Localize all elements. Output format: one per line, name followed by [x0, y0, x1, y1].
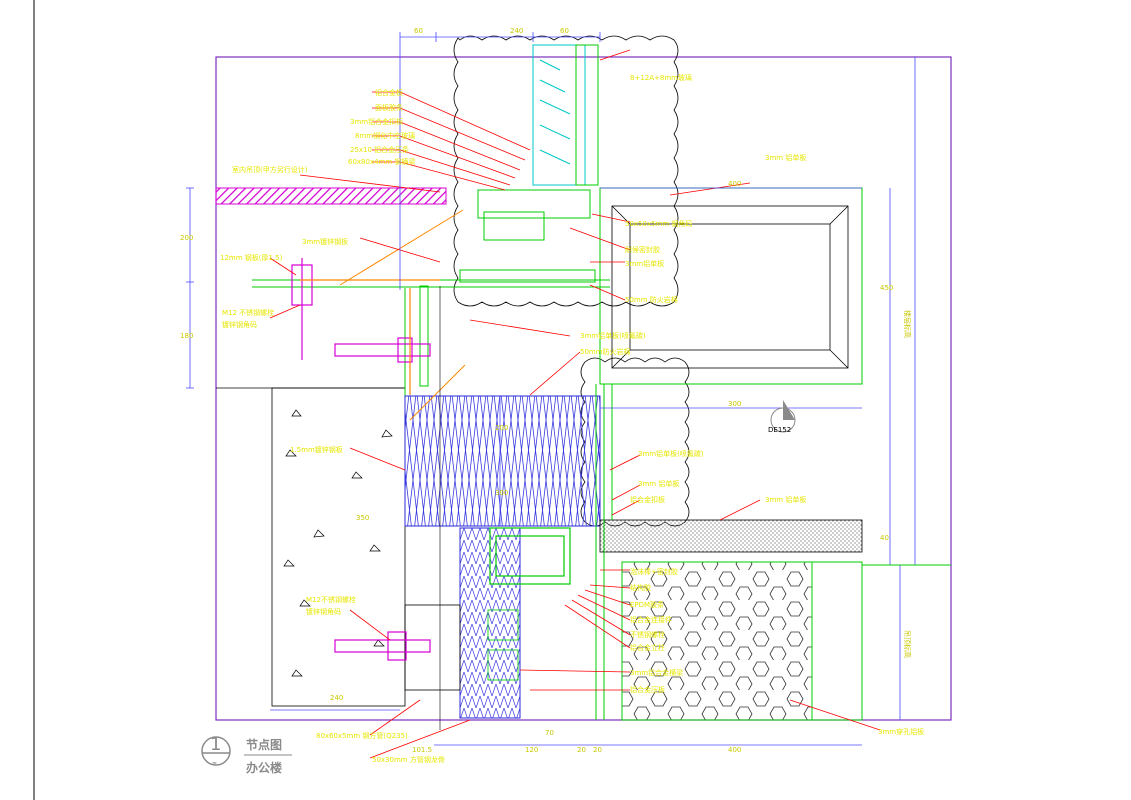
label-vertical-0: 200: [495, 424, 508, 432]
label-left-3: 8mm钢化中空玻璃: [355, 131, 415, 140]
label-left-1: 面板胶条: [375, 103, 403, 112]
label-left-0: 铝合金板: [375, 88, 403, 97]
label-left-5: 60x80x4mm 钢横梁: [348, 157, 415, 166]
label-right-16: 不锈钢螺栓: [630, 630, 665, 639]
glass-panel: [532, 44, 599, 186]
label-vertical-1: 300: [495, 489, 508, 497]
leader-lines: [269, 49, 881, 759]
dim-bottom-1: 120: [525, 746, 538, 754]
label-right-14: EPDM胶条: [630, 600, 664, 609]
dimension-texts: 60 240 60 101.5 120 70 20 20 400 400 300…: [180, 27, 912, 754]
lower-bracket: [404, 604, 519, 691]
label-right-2: 50x50x5mm 钢角码: [625, 219, 692, 228]
dim-top-0: 60: [414, 27, 423, 35]
dim-right-0: 400: [728, 180, 741, 188]
label-right-0: 8+12A+8mm玻璃: [630, 73, 692, 82]
label-right-13: 结构胶: [630, 583, 651, 592]
dimension-lines: [186, 32, 916, 746]
hex-panel: [621, 561, 813, 721]
dim-bottom-0: 101.5: [412, 746, 432, 754]
label-right-4: 3mm铝单板: [625, 259, 664, 268]
dim-left-0: 200: [180, 234, 193, 242]
label-right-8: 3mm铝单板(喷氟碳): [638, 449, 704, 458]
detail-dash: -: [212, 755, 217, 771]
aluminum-panel: [611, 205, 849, 369]
label-vertical-3: 楼层标高: [903, 310, 912, 338]
dim-left-1: 180: [180, 332, 193, 340]
ceiling-hatch: [215, 187, 447, 205]
label-right-15: 铝合金连接件: [630, 615, 672, 624]
label-left-10: 镀锌钢角码: [222, 320, 257, 329]
dim-left-2: 240: [330, 694, 343, 702]
label-left-8: 12mm 钢板(厚1.5): [220, 253, 283, 262]
label-right-19: 铝合金压板: [630, 685, 665, 694]
label-right-12: 泡沫棒+密封胶: [630, 567, 678, 576]
title-block: 1 - 节点图 办公楼: [201, 734, 292, 775]
label-right-3: 耐候密封胶: [625, 245, 660, 254]
label-right-9: 3mm 铝单板: [638, 479, 679, 488]
label-left-13: 镀锌钢角码: [306, 607, 341, 616]
label-left-15: 50x30mm 方管钢龙骨: [372, 755, 445, 764]
label-right-5: 50mm 防火岩棉: [625, 295, 678, 304]
perforated-panel: [599, 519, 863, 553]
orange-leader: [339, 209, 464, 286]
label-right-11: 3mm 铝单板: [765, 495, 806, 504]
dim-top-1: 240: [510, 27, 523, 35]
labels-left: 铝合金板 面板胶条 3mm铝合金扣板 8mm钢化中空玻璃 25x10 铝合金压条…: [220, 88, 445, 764]
section-marker: DE152: [768, 400, 796, 434]
sealant: [300, 279, 440, 395]
label-right-17: 铝合金立柱: [630, 643, 665, 652]
concrete-slab: [216, 387, 406, 707]
label-left-12: M12不锈钢螺栓: [306, 595, 356, 604]
section-tag: DE152: [768, 426, 791, 434]
steel-tube: [489, 527, 571, 585]
label-left-7: 3mm镀锌钢板: [302, 237, 348, 246]
label-right-6: 3mm铝单板(喷氟碳): [580, 331, 646, 340]
label-vertical-4: 吊顶标高: [903, 630, 912, 658]
dim-bottom-4: 20: [593, 746, 602, 754]
dim-right-1: 300: [728, 400, 741, 408]
dim-top-2: 60: [560, 27, 569, 35]
drawing-frame: [215, 56, 952, 721]
label-vertical-2: 350: [356, 514, 369, 522]
insulation-block: [404, 395, 601, 527]
mullion: [595, 384, 613, 720]
label-right-20: 3mm穿孔铝板: [878, 727, 924, 736]
anchor-bolts: [291, 258, 431, 661]
label-left-11: 1.5mm镀锌钢板: [290, 445, 343, 454]
detail-title: 节点图: [246, 737, 282, 752]
label-left-9: M12 不锈钢螺栓: [222, 308, 274, 317]
dim-right-3: 40: [880, 534, 889, 542]
dim-bottom-3: 20: [577, 746, 586, 754]
dim-bottom-5: 400: [728, 746, 741, 754]
label-left-14: 80x60x5mm 钢方管(Q235): [316, 731, 408, 740]
dim-bottom-2: 70: [545, 729, 554, 737]
label-left-4: 25x10 铝合金压条: [350, 145, 409, 154]
labels-right: 8+12A+8mm玻璃 3mm 铝单板 50x50x5mm 钢角码 耐候密封胶 …: [580, 73, 924, 736]
label-right-10: 铝合金扣板: [630, 495, 665, 504]
label-right-7: 50mm防火岩棉: [580, 347, 631, 356]
label-left-6: 室内吊顶(甲方另行设计): [232, 165, 308, 174]
label-left-2: 3mm铝合金扣板: [350, 117, 403, 126]
label-right-18: 3mm铝合金横梁: [630, 668, 683, 677]
label-right-1: 3mm 铝单板: [765, 153, 806, 162]
detail-subtitle: 办公楼: [246, 760, 282, 775]
detail-number: 1: [210, 734, 221, 755]
dim-right-2: 450: [880, 284, 893, 292]
